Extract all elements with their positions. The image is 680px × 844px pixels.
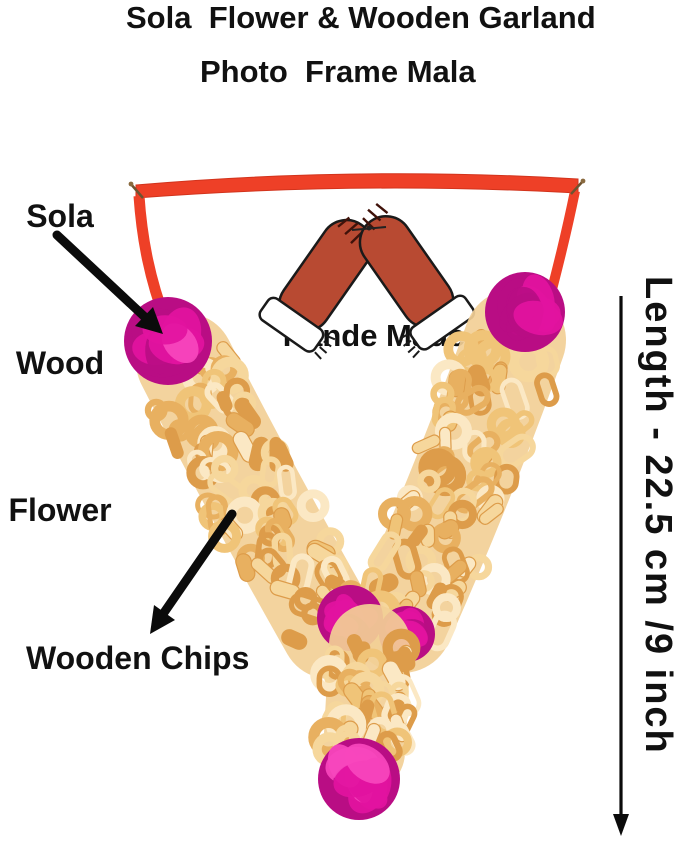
wood-curl <box>417 469 441 493</box>
garland-strand <box>351 289 566 673</box>
label-sola-wood-flower: Sola Wood Flower <box>0 94 120 633</box>
wood-curl <box>281 629 308 650</box>
arrowhead-icon <box>150 605 175 634</box>
safety-pin-right-icon <box>570 178 586 195</box>
length-dimension-line <box>613 296 629 836</box>
wood-curl <box>296 489 330 523</box>
label-length-dimension: Length - 22.5 cm /9 inch <box>637 276 679 755</box>
wood-curl <box>478 502 504 525</box>
logo-right-arm <box>358 202 476 359</box>
sola-flower <box>485 272 565 352</box>
title-line-2: Photo Frame Mala <box>200 54 476 89</box>
flower-petal <box>344 743 390 784</box>
arrowhead-icon <box>135 307 163 334</box>
wood-curl <box>534 372 560 407</box>
wood-curl <box>276 464 297 501</box>
flower-petal <box>513 300 563 336</box>
wood-curl <box>499 377 530 420</box>
label-sola-wood-flower-line2: Wood <box>15 345 105 381</box>
logo-knot <box>366 225 372 231</box>
wood-curl <box>411 434 441 455</box>
logo-left-arm <box>258 216 374 360</box>
handmade-hands-icon <box>258 202 476 360</box>
arrow-wooden-chips <box>150 509 237 634</box>
arrow-down-icon <box>613 814 629 836</box>
wood-curl <box>409 570 427 598</box>
garland-strand <box>136 313 382 679</box>
ribbon-band <box>135 173 579 199</box>
garland <box>124 272 566 820</box>
wood-curl <box>496 433 536 469</box>
sola-flower <box>318 738 400 820</box>
wood-curl <box>427 487 456 520</box>
title-line-1: Sola Flower & Wooden Garland <box>126 0 596 35</box>
arrow-sola-flower <box>52 230 163 334</box>
wood-curl <box>164 427 184 459</box>
label-sola-wood-flower-line1: Sola <box>26 198 94 234</box>
label-sola-wood-flower-line3: Flower <box>8 492 112 528</box>
wood-curl <box>225 412 255 438</box>
wood-curl <box>396 496 433 532</box>
wood-curl <box>432 593 461 623</box>
label-wooden-chips: Wooden Chips <box>26 640 250 676</box>
safety-pin-left-icon <box>128 181 144 199</box>
